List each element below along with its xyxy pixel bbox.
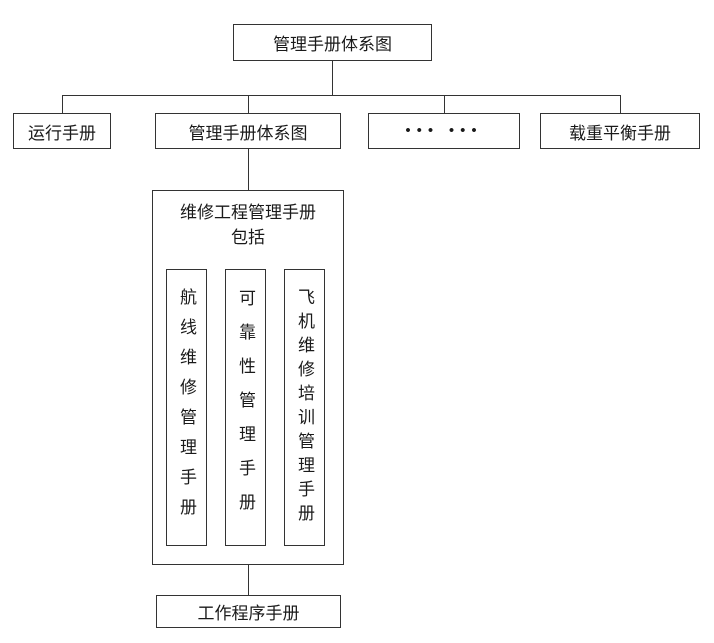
connector-drop-2 [248,95,249,113]
node-work-procedure-manual: 工作程序手册 [156,595,341,628]
node-management-manual-system: 管理手册体系图 [155,113,341,149]
connector-to-bottom [248,565,249,595]
node-load-balance-manual: 载重平衡手册 [540,113,700,149]
connector-drop-4 [620,95,621,113]
connector-drop-3 [444,95,445,113]
node-ellipsis: ••• ••• [368,113,520,149]
node-training-label: 飞机维修培训管理手册 [295,287,314,528]
node-reliability-manual: 可靠性管理手册 [225,269,266,546]
connector-drop-1 [62,95,63,113]
node-line-maintenance-manual: 航线维修管理手册 [166,269,207,546]
node-reliability-label: 可靠性管理手册 [236,288,255,527]
group-maintenance-engineering-manual: 维修工程管理手册包括 航线维修管理手册 可靠性管理手册 飞机维修培训管理手册 [152,190,344,565]
node-root-management-manual-system: 管理手册体系图 [233,24,432,61]
node-training-manual: 飞机维修培训管理手册 [284,269,325,546]
connector-root-vertical [332,61,333,95]
node-line-maintenance-label: 航线维修管理手册 [177,287,196,528]
group-title: 维修工程管理手册包括 [180,203,316,247]
node-operations-manual: 运行手册 [13,113,111,149]
connector-to-group [248,149,249,190]
connector-horizontal-bus [62,95,620,96]
